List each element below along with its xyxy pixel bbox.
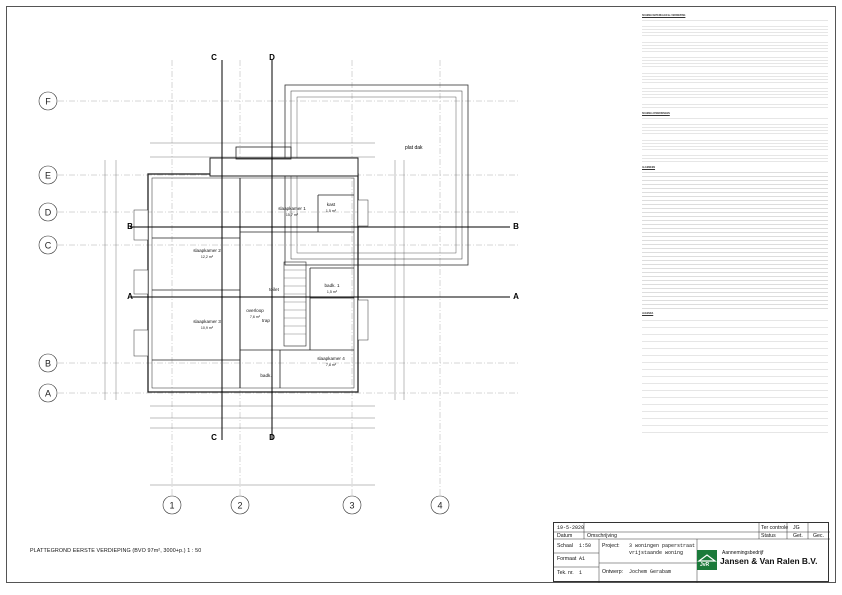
- section-lines: [130, 60, 510, 440]
- room-kast-area: 1,5 m²: [326, 209, 337, 213]
- spec-heading-general: ALGEMEEN: [642, 167, 656, 169]
- company-logo: JvR: [697, 550, 717, 570]
- logo-text: JvR: [700, 562, 710, 568]
- room-slaapkamer3-name: slaapkamer 3: [193, 319, 221, 324]
- section-label-B-right: B: [513, 222, 519, 231]
- grid-row-B: B: [45, 359, 51, 369]
- dimension-lines: [104, 142, 405, 486]
- spec-table-materials: [642, 18, 828, 110]
- tb-gec-label: Gec.: [813, 533, 824, 539]
- tb-date-label: Datum: [557, 533, 573, 539]
- section-label-D-bottom: D: [269, 433, 275, 442]
- grid-col-1: 1: [169, 501, 174, 511]
- grid-row-E: E: [45, 171, 51, 181]
- grid-lines: [58, 60, 520, 495]
- room-slaapkamer2-name: slaapkamer 2: [193, 248, 221, 253]
- drawing-caption: PLATTEGROND EERSTE VERDIEPING (BVO 97m²,…: [30, 548, 202, 554]
- grid-row-A: A: [45, 389, 51, 399]
- section-label-C-bottom: C: [211, 433, 217, 442]
- grid-col-3: 3: [349, 501, 354, 511]
- room-slaapkamer4-name: slaapkamer 4: [317, 356, 345, 361]
- grid-row-C: C: [45, 241, 52, 251]
- tb-control-label: Ter controle: [761, 525, 789, 531]
- room-slaapkamer1-area: 15,7 m²: [286, 213, 299, 217]
- stair-treads: [284, 269, 306, 335]
- section-label-C-top: C: [211, 53, 217, 62]
- section-label-B-left: B: [127, 222, 133, 231]
- drawing-sheet: [6, 6, 836, 583]
- room-badk1-name: badk. 1: [324, 283, 340, 288]
- tb-designer-value: Jochem Gerabam: [629, 569, 672, 575]
- tb-control-value: JG: [793, 525, 800, 531]
- specification-notes: SCHEMA MATERIALEN 2e VERDIEPING SCHEMA A…: [642, 12, 828, 450]
- tb-company-name: Jansen & Van Ralen B.V.: [720, 556, 818, 566]
- tb-project-label: Project:: [602, 543, 620, 549]
- spec-general-notes: [642, 170, 828, 310]
- spec-heading-finishes: SCHEMA AFWERKINGEN: [642, 113, 670, 115]
- room-trap: trap: [262, 318, 270, 323]
- grid-row-F: F: [45, 97, 51, 107]
- section-label-A-left: A: [127, 292, 133, 301]
- room-toilet: toilet: [269, 287, 279, 292]
- room-badk1-area: 1,5 m²: [327, 290, 338, 294]
- window-frames: [133, 199, 369, 357]
- spec-heading-materials: SCHEMA MATERIALEN 2e VERDIEPING: [642, 15, 686, 17]
- tb-scale-label: Schaal: [557, 543, 573, 549]
- tb-drawing-value: 1: [579, 570, 583, 576]
- room-badk: badk.: [260, 373, 271, 378]
- section-label-D-top: D: [269, 53, 275, 62]
- spec-table-finishes: [642, 116, 828, 164]
- room-kast-name: kast: [327, 202, 336, 207]
- room-slaapkamer3-area: 10,9 m²: [201, 326, 214, 330]
- title-block: 19-5-2020 Datum Omschrijving Ter control…: [553, 522, 830, 583]
- grid-col-markers: [162, 495, 450, 515]
- room-overloop-area: 7,6 m²: [250, 315, 261, 319]
- grid-col-4: 4: [437, 501, 442, 511]
- tb-get-label: Get.: [793, 533, 803, 539]
- room-slaapkamer2-area: 12,2 m²: [201, 255, 214, 259]
- grid-col-2: 2: [237, 501, 242, 511]
- spec-heading-legend: LEGENDA: [642, 313, 654, 315]
- room-platdak: plat dak: [405, 145, 423, 151]
- tb-description-label: Omschrijving: [587, 533, 617, 539]
- tb-designer-label: Ontwerp:: [602, 569, 624, 575]
- room-slaapkamer1-name: slaapkamer 1: [278, 206, 306, 211]
- tb-format-label: Formaat: [557, 556, 577, 562]
- tb-format-value: A1: [579, 556, 586, 562]
- room-overloop-name: overloop: [246, 308, 264, 313]
- tb-date: 19-5-2020: [557, 525, 585, 531]
- room-slaapkamer4-area: 7,8 m²: [326, 363, 337, 367]
- tb-drawing-label: Tek. nr.: [557, 570, 574, 576]
- tb-scale-value: 1:50: [579, 543, 592, 549]
- section-label-A-right: A: [513, 292, 519, 301]
- grid-row-markers: [38, 91, 58, 403]
- tb-status-label: Status: [761, 533, 776, 539]
- tb-company-top: Aannemingsbedrijf: [722, 550, 764, 556]
- tb-project-sub: vrijstaande woning: [629, 550, 684, 556]
- grid-row-D: D: [45, 208, 52, 218]
- tb-project-value: 3 woningen paperstraat: [629, 543, 696, 549]
- spec-legend: [642, 316, 828, 436]
